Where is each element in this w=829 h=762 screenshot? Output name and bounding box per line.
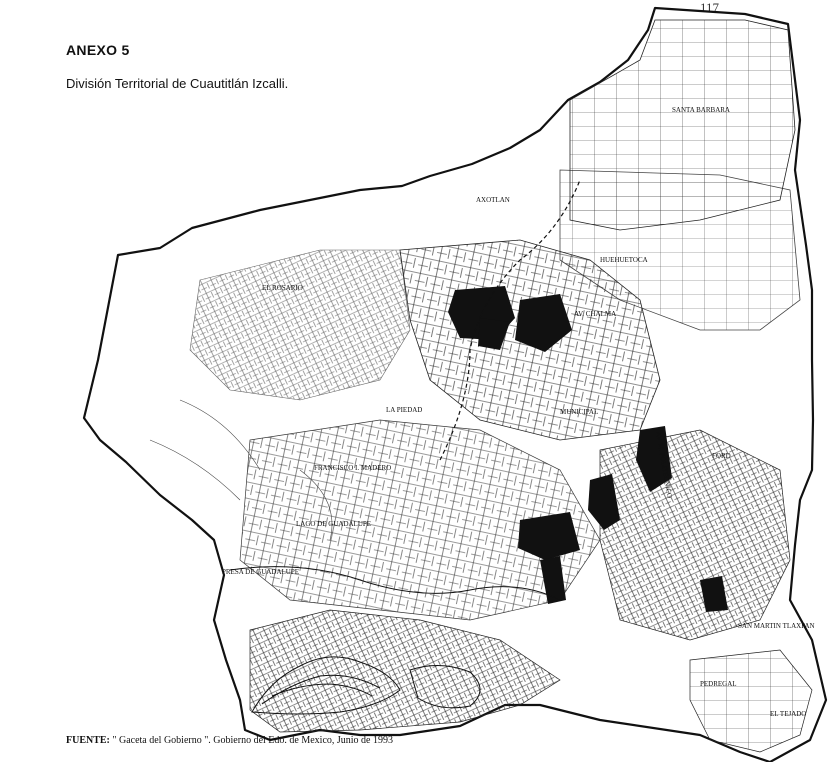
river-line <box>439 179 581 461</box>
presa-shore <box>229 566 561 601</box>
municipal-boundary <box>82 6 828 762</box>
label-municipal: MUNICIPAL <box>560 408 598 416</box>
label-pedregal: PEDREGAL <box>700 680 737 688</box>
label-el-tejado: EL TEJADO <box>770 710 806 718</box>
label-francisco-madero: FRANCISCO I. MADERO <box>314 464 391 472</box>
annex-subtitle: División Territorial de Cuautitlán Izcal… <box>66 76 289 91</box>
source-label: FUENTE: <box>66 735 110 746</box>
label-av-chalma: AV. CHALMA <box>574 310 616 318</box>
label-ford: FORD <box>712 452 731 460</box>
annex-title: ANEXO 5 <box>66 42 130 58</box>
terraced-subdivision <box>251 656 481 715</box>
contour-lines <box>149 399 333 541</box>
label-san-martin: SAN MARTIN TLAXPAN <box>738 622 815 630</box>
label-la-piedad: LA PIEDAD <box>386 406 422 414</box>
source-note: FUENTE: " Gaceta del Gobierno ". Gobiern… <box>66 735 393 746</box>
source-text: " Gaceta del Gobierno ". Gobierno del Ed… <box>112 735 393 746</box>
label-huehuetoca: HUEHUETOCA <box>600 256 648 264</box>
label-axotlan: AXOTLAN <box>476 196 510 204</box>
southeast-district <box>599 429 791 641</box>
dense-urban-zones <box>448 286 728 612</box>
far-southeast-district <box>689 649 813 753</box>
label-el-rosario: EL ROSARIO <box>262 284 303 292</box>
south-district <box>249 609 561 733</box>
label-lago-guadalupe: LAGO DE GUADALUPE <box>296 520 371 528</box>
label-santa-barbara: SANTA BARBARA <box>672 106 730 114</box>
label-presa-guadalupe: PRESA DE GUADALUPE <box>222 568 299 576</box>
west-district <box>189 249 411 401</box>
